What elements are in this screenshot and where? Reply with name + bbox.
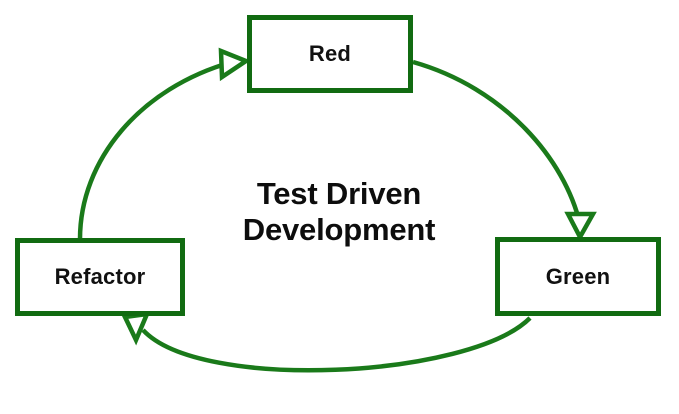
node-red[interactable]: Red <box>247 15 413 93</box>
node-red-label: Red <box>308 41 352 66</box>
edge-red-to-green-path <box>412 59 583 225</box>
node-refactor[interactable]: Refactor <box>15 238 185 316</box>
edge-refactor-to-red-path <box>77 59 233 240</box>
edge-refactor-to-red-arrowhead <box>218 47 251 82</box>
diagram-title: Test Driven Development <box>189 176 489 248</box>
diagram-title-line-2: Development <box>242 211 436 247</box>
node-green[interactable]: Green <box>495 237 661 316</box>
edge-green-to-refactor-arrowhead <box>121 311 151 346</box>
node-refactor-label: Refactor <box>54 264 146 289</box>
node-green-label: Green <box>545 263 611 289</box>
edge-green-to-refactor-path <box>141 316 532 373</box>
diagram-title-line-1: Test Driven <box>256 176 422 211</box>
edge-red-to-green-arrowhead <box>564 211 597 242</box>
